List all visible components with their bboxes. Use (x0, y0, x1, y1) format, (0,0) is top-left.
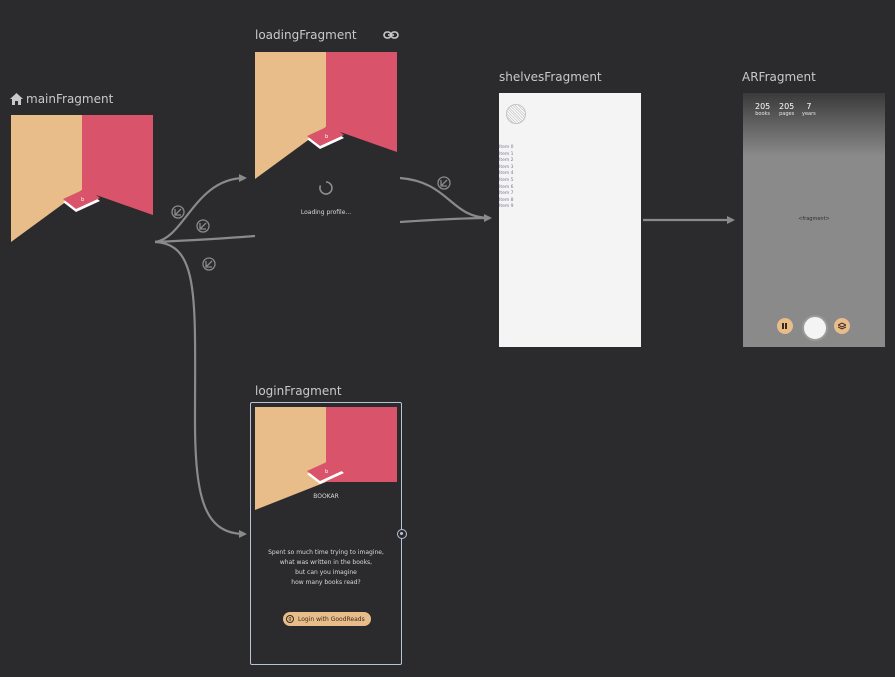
hero-illustration: b (255, 407, 397, 510)
book-icon: b (307, 460, 344, 484)
login-button-label: Login with GoodReads (298, 615, 365, 623)
capture-button[interactable] (802, 315, 828, 341)
avatar (506, 104, 526, 124)
tagline-line: Spent so much time trying to imagine, (268, 549, 384, 556)
hero-illustration: b (11, 115, 153, 242)
books-icon (782, 323, 787, 329)
book-icon: b (307, 125, 344, 149)
action-loading-to-shelves-b[interactable] (399, 216, 491, 224)
list-item[interactable]: Item 8 (499, 197, 514, 203)
main-fragment-title[interactable]: mainFragment (10, 92, 113, 106)
fragment-placeholder: <fragment> (798, 216, 830, 222)
svg-text:b: b (325, 469, 328, 475)
list-item[interactable]: Item 1 (499, 151, 514, 157)
shelves-fragment-title[interactable]: shelvesFragment (499, 70, 602, 84)
loading-text: Loading profile... (300, 209, 352, 216)
loading-spinner-icon (319, 181, 333, 195)
login-fragment-title[interactable]: loginFragment (255, 384, 342, 398)
pop-behavior-icon[interactable] (437, 176, 451, 190)
ar-fragment-title[interactable]: ARFragment (742, 70, 816, 84)
shelf-button[interactable] (777, 318, 793, 334)
list-item[interactable]: Item 4 (499, 171, 514, 177)
pop-behavior-icon[interactable] (171, 205, 185, 219)
action-main-to-loading[interactable] (154, 174, 247, 244)
list-item[interactable]: Item 7 (499, 191, 514, 197)
library-button[interactable] (834, 318, 850, 334)
shelves-list: Item 0 Item 1 Item 2 Item 3 Item 4 Item … (499, 145, 514, 211)
book-icon: b (63, 188, 100, 212)
login-goodreads-button[interactable]: g Login with GoodReads (283, 612, 371, 626)
action-anchor-handle[interactable] (397, 529, 407, 539)
book-stack-icon (838, 322, 846, 330)
action-main-to-shelves[interactable] (154, 234, 256, 244)
list-item[interactable]: Item 0 (499, 145, 514, 150)
deep-link-icon (383, 31, 399, 39)
list-item[interactable]: Item 6 (499, 184, 514, 190)
app-name: BOOKAR (313, 493, 339, 500)
hero-illustration: b (255, 52, 397, 179)
loading-fragment-preview[interactable]: b Loading profile... (255, 52, 397, 230)
svg-text:b: b (81, 197, 84, 203)
tagline-line: but can you imagine (295, 569, 357, 576)
main-fragment-preview[interactable]: b (11, 115, 153, 242)
list-item[interactable]: Item 5 (499, 177, 514, 183)
action-loading-to-shelves-a[interactable] (399, 176, 492, 222)
list-item[interactable]: Item 9 (499, 204, 514, 210)
list-item[interactable]: Item 2 (499, 158, 514, 164)
action-main-to-login[interactable] (154, 240, 247, 538)
pop-behavior-icon[interactable] (202, 257, 216, 271)
login-fragment-preview[interactable]: b BOOKAR Spent so much time trying to im… (255, 407, 397, 659)
list-item[interactable]: Item 3 (499, 164, 514, 170)
tagline-line: what was written in the books, (279, 559, 373, 566)
loading-fragment-title[interactable]: loadingFragment (255, 28, 357, 42)
home-icon (10, 93, 23, 105)
tagline-line: how many books read? (291, 579, 361, 586)
shelves-fragment-preview[interactable]: Item 0 Item 1 Item 2 Item 3 Item 4 Item … (499, 93, 641, 347)
goodreads-icon: g (286, 615, 294, 623)
svg-text:b: b (325, 134, 328, 140)
pop-behavior-icon[interactable] (196, 219, 210, 233)
